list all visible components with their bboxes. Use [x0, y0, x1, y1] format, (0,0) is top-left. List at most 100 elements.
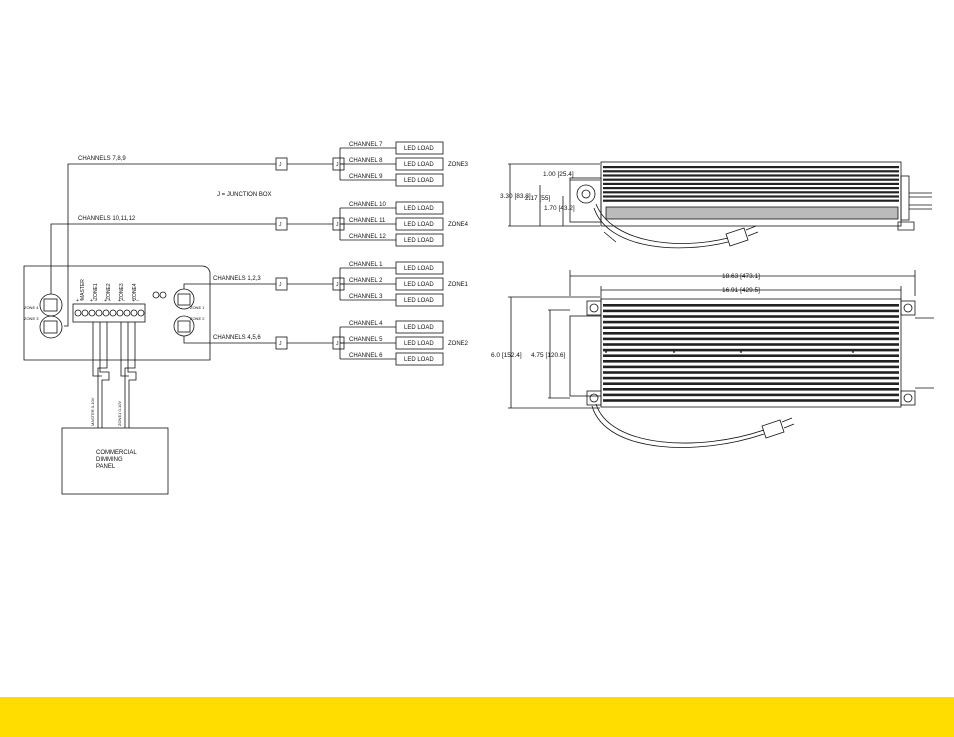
top-fin	[603, 309, 899, 313]
top-fin	[603, 320, 899, 324]
side-foot	[897, 221, 915, 231]
top-fin	[603, 337, 899, 341]
top-fin	[603, 382, 899, 385]
signal-wire-1	[92, 322, 102, 377]
top-marker-dot	[852, 351, 854, 353]
polarity-label: + −	[104, 298, 111, 304]
side-cooling-fins	[603, 166, 899, 202]
top-fin	[603, 343, 899, 346]
top-housing	[600, 298, 902, 408]
channel-label: CHANNEL 4	[349, 321, 383, 327]
led-load-label: LED LOAD	[404, 266, 434, 272]
junction-box	[275, 277, 288, 291]
led-load-box	[395, 233, 444, 247]
top-fin	[603, 388, 899, 391]
channel-label: CHANNEL 10	[349, 202, 386, 208]
top-fin	[603, 399, 899, 402]
right-zone-label-1: ZONE 1	[190, 305, 205, 310]
terminal-label: ZONE3	[119, 283, 125, 300]
left-zone-label-2: ZONE 3	[24, 316, 39, 321]
top-mount-tab-bl	[586, 390, 602, 406]
dim-2-17: 2.17 [55]	[525, 195, 550, 202]
side-view-drawing: 1.00 [25.4]3.30 [83.8]2.17 [55]1.70 [43.…	[500, 161, 932, 249]
top-mount-hole-tl	[589, 303, 599, 313]
led-load-box	[395, 277, 444, 291]
left-knockout-zone3	[39, 315, 63, 339]
zone-label: ZONE2	[448, 341, 469, 347]
signal-wire-6	[124, 322, 136, 428]
top-fin	[603, 315, 899, 318]
junction-box-label: J	[279, 341, 282, 347]
top-mount-hole-br	[903, 393, 913, 403]
terminal-screws	[74, 309, 145, 317]
side-fin	[603, 199, 899, 202]
terminal-block	[72, 303, 146, 323]
top-fin	[603, 354, 899, 357]
side-fin	[603, 178, 899, 181]
dim-4-75: 4.75 [120.6]	[531, 352, 566, 359]
led-load-label: LED LOAD	[404, 238, 434, 244]
terminal-label: MASTER	[80, 279, 86, 300]
feeder-zone1	[183, 283, 276, 289]
side-power-cord	[595, 203, 729, 244]
top-end-box	[569, 315, 602, 397]
junction-box-label: J	[336, 222, 339, 228]
panel-text-line-3: PANEL	[96, 464, 116, 470]
top-power-cord-2	[591, 405, 765, 448]
side-end-cap	[900, 175, 910, 221]
top-plug	[761, 419, 785, 439]
channel-label: CHANNEL 9	[349, 174, 383, 180]
top-mount-tab-tr	[900, 300, 916, 316]
led-load-box	[395, 352, 444, 366]
junction-box	[275, 157, 288, 171]
side-power-cord-2	[593, 207, 729, 249]
junction-box-label: J	[279, 282, 282, 288]
terminal-screw	[123, 309, 131, 317]
signal-wire-3	[97, 322, 108, 428]
polarity-label: + −	[76, 298, 83, 304]
led-load-box	[395, 261, 444, 275]
top-cooling-fins	[603, 304, 899, 402]
channel-label: CHANNEL 8	[349, 158, 383, 164]
top-fin	[603, 393, 899, 397]
top-plug-prong-2	[783, 423, 795, 429]
top-fin	[603, 326, 899, 329]
side-dimension-labels: 1.00 [25.4]3.30 [83.8]2.17 [55]1.70 [43.…	[500, 171, 575, 212]
top-marker-dot	[605, 351, 607, 353]
top-marker-dot	[740, 351, 742, 353]
led-load-label: LED LOAD	[404, 298, 434, 304]
side-mount-bracket	[569, 177, 602, 223]
terminal-label: ZONE4	[132, 283, 138, 300]
left-knockout-zone4	[39, 293, 63, 317]
channel-label: CHANNEL 11	[349, 218, 386, 224]
dim-16-91: 16.91 [429.5]	[722, 287, 760, 294]
footer-bar	[0, 697, 954, 737]
side-fin	[603, 187, 899, 190]
side-fin	[603, 170, 899, 173]
channel-label: CHANNEL 5	[349, 337, 383, 343]
junction-box-legend: J = JUNCTION BOX	[217, 192, 272, 198]
terminal-label: ZONE1	[93, 283, 99, 300]
dim-6-0: 6.0 [152.4]	[491, 352, 522, 359]
led-load-label: LED LOAD	[404, 341, 434, 347]
channel-label: CHANNEL 6	[349, 353, 383, 359]
top-view-drawing: 18.63 [473.1] 16.91 [429.5] 6.0 [152.4] 4.7…	[491, 270, 934, 448]
dim-1-70: 1.70 [43.2]	[544, 205, 575, 212]
dim-18-63: 18.63 [473.1]	[722, 273, 760, 280]
polarity-labels: + −+ −+ −+ −+ −	[76, 298, 139, 304]
right-knockout-zone2-inner	[177, 320, 191, 333]
terminal-screw	[109, 309, 117, 317]
top-mount-hole-tr	[903, 303, 913, 313]
channel-label: CHANNEL 12	[349, 234, 386, 240]
junction-box-label: J	[279, 222, 282, 228]
terminal-screw	[102, 309, 110, 317]
channel-label: CHANNEL 2	[349, 278, 383, 284]
led-load-box	[395, 157, 444, 171]
signal-label-master: MASTER 0-10V	[90, 397, 95, 426]
feeder-zone3	[64, 163, 276, 327]
terminal-screw	[137, 309, 145, 317]
feeder-zone2	[183, 336, 276, 344]
polarity-label: + −	[132, 298, 139, 304]
